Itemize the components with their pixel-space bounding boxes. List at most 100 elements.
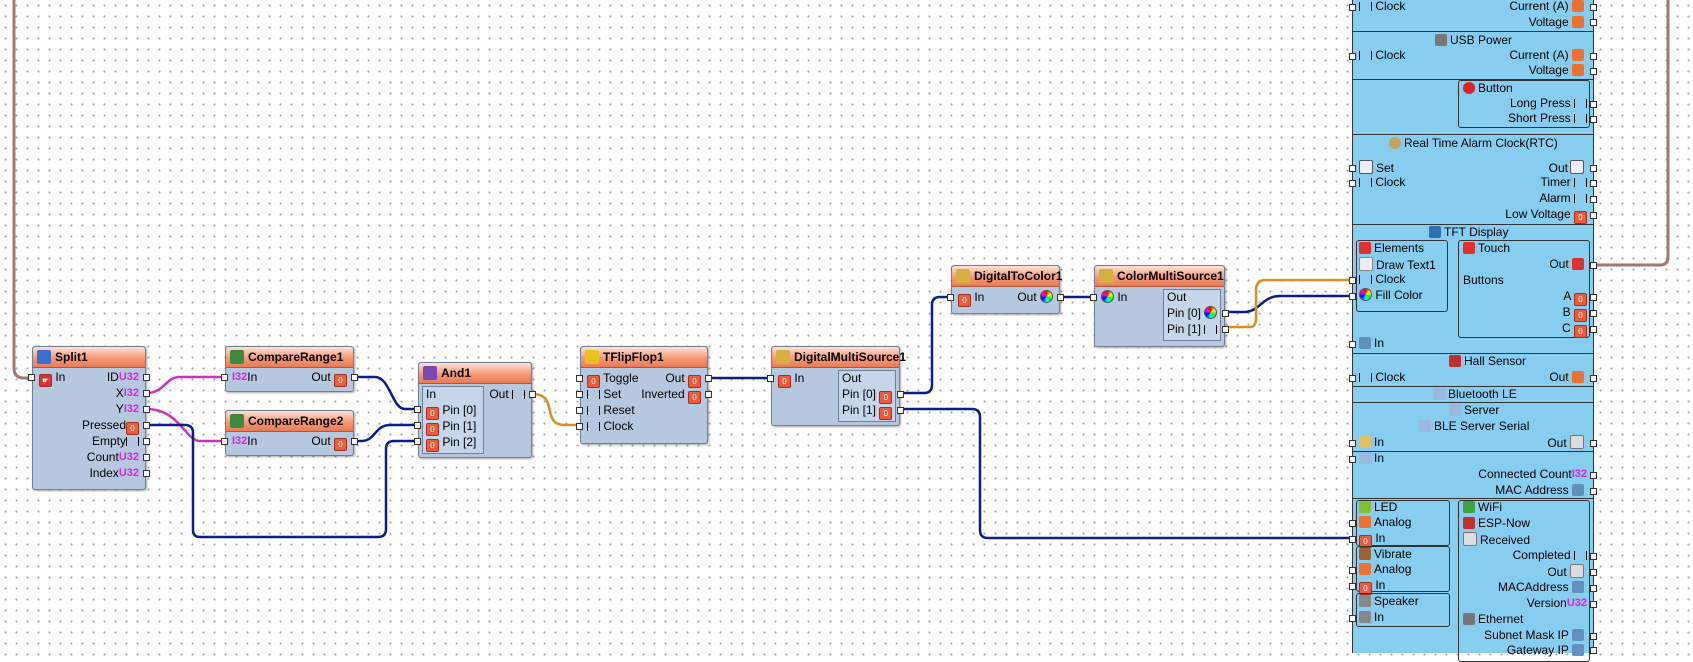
tft-b-pin[interactable] (1590, 310, 1597, 317)
usb-current-pin[interactable] (1590, 53, 1597, 60)
board-panel[interactable]: Clock Current (A) Voltage USB Power Cloc… (1349, 0, 1597, 662)
and-out-pin[interactable] (529, 391, 536, 398)
wire-cr1-to-and0[interactable] (354, 375, 418, 411)
led-analog-pin[interactable] (1349, 520, 1356, 527)
and-pin0-in[interactable] (414, 406, 421, 413)
split-id-pin[interactable] (143, 374, 150, 381)
usb-clock-pin[interactable] (1349, 53, 1356, 60)
dms-pin1-out[interactable] (897, 407, 904, 414)
vibrate-analog: Analog (1359, 562, 1411, 577)
wifi-mac-pin[interactable] (1590, 585, 1597, 592)
compare-range-1-node[interactable]: CompareRange1 I32In Out 0 (221, 346, 358, 392)
button-long-pin[interactable] (1590, 101, 1597, 108)
hall-clock-pin[interactable] (1349, 375, 1356, 382)
tft-fill-pin[interactable] (1349, 293, 1356, 300)
compare-range-2-node[interactable]: CompareRange2 I32In Out 0 (221, 410, 358, 456)
split-index-pin[interactable] (143, 470, 150, 477)
wifi-out-pin[interactable] (1590, 569, 1597, 576)
usb-voltage-pin[interactable] (1590, 68, 1597, 75)
tff-clock-pin[interactable] (576, 423, 583, 430)
board-top-current-pin[interactable] (1590, 4, 1597, 11)
digital-multisource-node[interactable]: DigitalMultiSource1 0 In Out Pin [0] 0 P… (767, 346, 906, 426)
split-y-pin[interactable] (143, 406, 150, 413)
cr2-in-pin[interactable] (221, 438, 228, 445)
button-short-pin[interactable] (1590, 116, 1597, 123)
rtc-alarm-pin[interactable] (1590, 196, 1597, 203)
tft-title: TFT Display (1429, 225, 1508, 240)
wire-cms1-to-clock[interactable] (1225, 278, 1356, 329)
cr2-out-pin[interactable] (351, 438, 358, 445)
tff-reset: Reset (587, 403, 635, 418)
wifi-subnet-mask: Subnet Mask IP (1484, 628, 1587, 643)
ble-server: Server (1449, 403, 1499, 418)
and-pin1-in[interactable] (414, 422, 421, 429)
ble-connected-pin[interactable] (1590, 472, 1597, 479)
dms-in-pin[interactable] (767, 375, 774, 382)
board-top-clock-pin[interactable] (1349, 4, 1356, 11)
dms-pin0: Pin [0] 0 (842, 387, 893, 404)
wire-dms1-to-led[interactable] (900, 407, 1356, 540)
wifi-version-pin[interactable] (1590, 601, 1597, 608)
tft-c-pin[interactable] (1590, 326, 1597, 333)
and-pin2-in[interactable] (414, 438, 421, 445)
wifi-completed-pin[interactable] (1590, 553, 1597, 560)
split-pressed-pin[interactable] (143, 422, 150, 429)
ble-in1-pin[interactable] (1349, 440, 1356, 447)
split-empty-pin[interactable] (143, 438, 150, 445)
dtc-out-pin[interactable] (1057, 294, 1064, 301)
wire-and-to-clock[interactable] (531, 392, 580, 427)
ble-mac-pin[interactable] (1590, 488, 1597, 495)
dms-pin0-out[interactable] (897, 391, 904, 398)
digital-to-color-icon (956, 269, 970, 283)
cr2-out: Out 0 (311, 434, 347, 451)
ble-out-pin[interactable] (1590, 440, 1597, 447)
wifi-received: Received (1463, 532, 1530, 547)
and-node[interactable]: And1 In 0 Pin [0] 0 Pin [1] 0 Pin [2] Ou… (414, 362, 536, 458)
cr1-in-pin[interactable] (221, 374, 228, 381)
led-in: 0 In (1359, 531, 1385, 548)
vibrate-analog-pin[interactable] (1349, 567, 1356, 574)
rtc-low-pin[interactable] (1590, 212, 1597, 219)
tff-toggle-pin[interactable] (576, 375, 583, 382)
cms-pin0-out[interactable] (1222, 310, 1229, 317)
tft-a-pin[interactable] (1590, 294, 1597, 301)
wire-x-to-cr1[interactable] (145, 375, 228, 395)
cms-in-pin[interactable] (1090, 294, 1097, 301)
tflipflop-node[interactable]: TFlipFlop1 0 Toggle Set Reset Clock Out … (576, 346, 712, 444)
wire-cms0-to-fill[interactable] (1225, 294, 1356, 314)
dtc-in-pin[interactable] (947, 294, 954, 301)
tff-reset-pin[interactable] (576, 407, 583, 414)
ble-in2-pin[interactable] (1349, 456, 1356, 463)
speaker-in-pin[interactable] (1349, 615, 1356, 622)
led-in-pin[interactable] (1349, 536, 1356, 543)
wire-cr2-to-and1[interactable] (354, 423, 418, 443)
tft-in-pin[interactable] (1349, 341, 1356, 348)
wire-y-to-cr2[interactable] (145, 407, 228, 443)
color-multisource-node[interactable]: ColorMultiSource1 In Out Pin [0] Pin [1] (1090, 265, 1229, 347)
wire-touch-to-split[interactable] (1588, 0, 1670, 267)
split-x-pin[interactable] (143, 390, 150, 397)
split-count-pin[interactable] (143, 454, 150, 461)
cms-pin1-out[interactable] (1222, 326, 1229, 333)
board-top-voltage-pin[interactable] (1590, 19, 1597, 26)
rtc-set-pin[interactable] (1349, 165, 1356, 172)
cr1-out-pin[interactable] (351, 374, 358, 381)
wire-dms0-to-dtc[interactable] (900, 295, 952, 395)
rtc-timer-pin[interactable] (1590, 180, 1597, 187)
hall-out-pin[interactable] (1590, 375, 1597, 382)
rtc-clock-pin[interactable] (1349, 180, 1356, 187)
tff-set-pin[interactable] (576, 391, 583, 398)
wifi-subnet-pin[interactable] (1590, 633, 1597, 640)
tff-out-pin[interactable] (705, 375, 712, 382)
tff-inverted-pin[interactable] (705, 391, 712, 398)
vibrate-title: Vibrate (1359, 547, 1412, 562)
split-in-pin[interactable] (28, 374, 35, 381)
digital-to-color-node[interactable]: DigitalToColor1 0 In Out (947, 265, 1064, 314)
wire-split-loop[interactable] (12, 0, 30, 380)
button-icon (1463, 82, 1475, 94)
tft-clock-pin[interactable] (1349, 277, 1356, 284)
rtc-out-pin[interactable] (1590, 165, 1597, 172)
tft-touch-out-pin[interactable] (1590, 262, 1597, 269)
vibrate-in-pin[interactable] (1349, 583, 1356, 590)
